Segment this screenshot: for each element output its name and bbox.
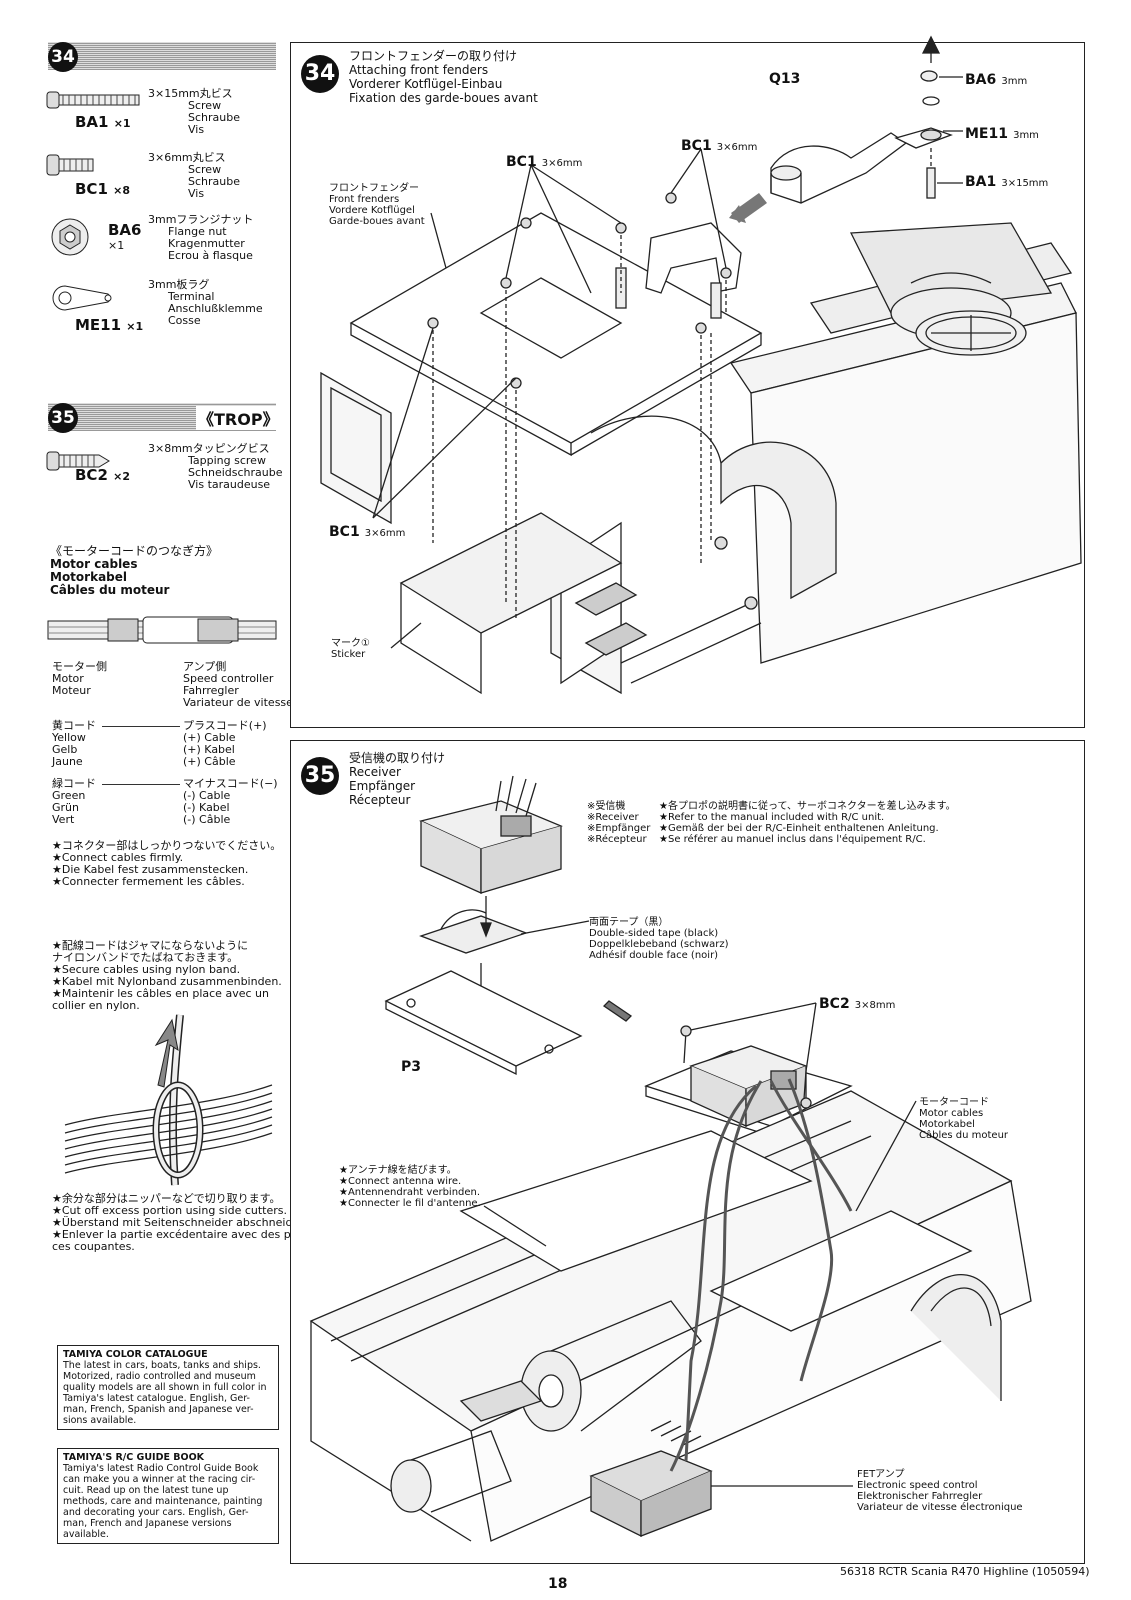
ba6-nut-icon <box>51 218 89 256</box>
panel35-badge: 35 <box>301 757 339 795</box>
bc2-qty: ×2 <box>113 470 130 483</box>
ba6-panel-code: BA6 <box>965 72 997 88</box>
cut-note: ★余分な部分はニッパーなどで切り取ります。 ★Cut off excess po… <box>52 1192 310 1253</box>
ba6-qty: ×1 <box>108 239 125 252</box>
fet-label: FETアンプ Electronic speed control Elektron… <box>857 1469 1023 1513</box>
firm-note: ★コネクター部はしっかりつないでください。 ★Connect cables fi… <box>52 839 282 888</box>
tape-label: 両面テープ（黒） Double-sided tape (black) Doppe… <box>589 917 729 961</box>
sticker-label: マーク① Sticker <box>331 638 370 660</box>
panel-34: 34 フロントフェンダーの取り付け Attaching front fender… <box>290 35 1085 728</box>
product-code: 56318 RCTR Scania R470 Highline (1050594… <box>840 1565 1090 1578</box>
bc1-mid-code: BC1 <box>506 154 537 170</box>
nylon-note: ★配線コードはジャマにならないように ナイロンバンドでたばねておきます。 ★Se… <box>52 939 282 1012</box>
green-leader-line <box>102 784 180 785</box>
step34-badge: 34 <box>48 42 78 72</box>
panel-35: 35 受信機の取り付け Receiver Empfänger Récepteur… <box>290 740 1085 1564</box>
ba1-screw-icon <box>46 91 140 109</box>
ba6-panel-size: 3mm <box>1001 76 1028 87</box>
bc1-low-size: 3×6mm <box>364 528 406 539</box>
ba1-qty: ×1 <box>113 117 131 130</box>
panel34-badge: 34 <box>301 55 339 93</box>
motor-connector-illustration <box>47 616 277 644</box>
me11-panel-size: 3mm <box>1013 130 1039 141</box>
bc1-code: BC1 <box>75 180 108 198</box>
fender-label: フロントフェンダー Front frenders Vordere Kotflüg… <box>329 183 425 227</box>
bc2-code: BC2 <box>75 466 108 484</box>
amp-side: アンプ側 Speed controller Fahrregler Variate… <box>183 660 293 709</box>
receiver-refer-note: ★各プロポの説明書に従って、サーボコネクターを差し込みます。 ★Refer to… <box>659 801 956 845</box>
motor-side: モーター側 Motor Moteur <box>52 660 107 697</box>
color-catalogue-box: TAMIYA COLOR CATALOGUE The latest in car… <box>57 1345 279 1430</box>
bc1-mid-size: 3×6mm <box>541 158 583 169</box>
bc2-panel-size: 3×8mm <box>854 1000 896 1011</box>
nylon-band-illustration <box>64 1014 273 1186</box>
bc1-desc: 3×6mm丸ビス Screw Schraube Vis <box>148 151 240 200</box>
ba1-panel-code: BA1 <box>965 174 997 190</box>
ba6-code: BA6 <box>108 221 142 239</box>
trop-label: 《TROP》 <box>196 406 281 430</box>
step34-header-bar <box>48 42 276 70</box>
green-cable: 緑コード Green Grün Vert <box>52 777 96 826</box>
yellow-cable: 黄コード Yellow Gelb Jaune <box>52 719 96 768</box>
bc2-panel-code: BC2 <box>819 996 850 1012</box>
me11-lug-icon <box>52 285 112 311</box>
fender-assembly-drawing <box>320 35 1082 695</box>
antenna-note: ★アンテナ線を結びます。 ★Connect antenna wire. ★Ant… <box>339 1165 481 1209</box>
me11-qty: ×1 <box>126 320 144 333</box>
bc1-qty: ×8 <box>113 184 130 197</box>
bc2-screw-icon <box>46 451 110 471</box>
minus-cable: マイナスコード(−) (-) Cable (-) Kabel (-) Câble <box>183 777 278 826</box>
plus-cable: プラスコード(+) (+) Cable (+) Kabel (+) Câble <box>183 719 267 768</box>
page-number: 18 <box>548 1576 568 1592</box>
me11-panel-code: ME11 <box>965 126 1008 142</box>
bc1-low-code: BC1 <box>329 524 360 540</box>
me11-desc: 3mm板ラグ Terminal Anschlußklemme Cosse <box>148 278 263 327</box>
me11-code: ME11 <box>75 316 122 334</box>
panel34-title: フロントフェンダーの取り付け Attaching front fenders V… <box>349 49 538 105</box>
bc2-desc: 3×8mmタッピングビス Tapping screw Schneidschrau… <box>148 442 283 491</box>
motor-cables-label: モーターコード Motor cables Motorkabel Câbles d… <box>919 1097 1009 1141</box>
receiver-assembly-drawing <box>309 775 1032 1542</box>
p3-label: P3 <box>401 1059 422 1075</box>
q13-label: Q13 <box>769 71 801 87</box>
step35-badge: 35 <box>48 403 78 433</box>
bc1-screw-icon <box>46 154 94 176</box>
panel35-title: 受信機の取り付け Receiver Empfänger Récepteur <box>349 751 446 807</box>
receiver-refer-label: ※受信機 ※Receiver ※Empfänger ※Récepteur <box>587 801 651 845</box>
bc1-top-size: 3×6mm <box>716 142 758 153</box>
ba1-desc: 3×15mm丸ビス Screw Schraube Vis <box>148 87 240 136</box>
bc1-top-code: BC1 <box>681 138 712 154</box>
guide-book-box: TAMIYA'S R/C GUIDE BOOK Tamiya's latest … <box>57 1448 279 1544</box>
yellow-leader-line <box>102 726 180 727</box>
ba6-desc: 3mmフランジナット Flange nut Kragenmutter Ecrou… <box>148 213 254 262</box>
ba1-panel-size: 3×15mm <box>1001 178 1049 189</box>
motor-heading: 《モーターコードのつなぎ方》 Motor cables Motorkabel C… <box>50 544 219 597</box>
ba1-code: BA1 <box>75 113 109 131</box>
